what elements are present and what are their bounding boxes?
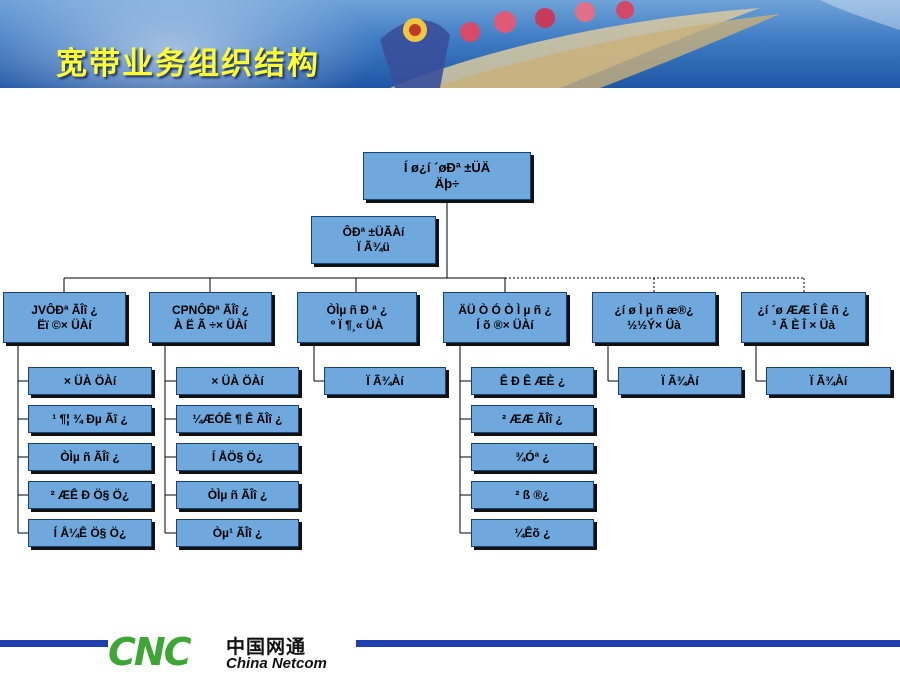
unit-box-2-5: Òµ¹ ÃÎî ¿ (176, 519, 299, 547)
dept-box-2: CPNÔÐª ÃÎî ¿ À Ë Ã ÷× ÜÀí (149, 292, 272, 343)
kite-illustration (380, 0, 900, 88)
unit-box-4-1: Ê Ð Ê ÆÈ ¿ (471, 367, 594, 395)
unit-box-4-3: ¾Óª ¿ (471, 443, 594, 471)
unit-box-3-1: Ï Ã¾Àí (324, 367, 446, 395)
dept-box-1: JVÔÐª ÃÎî ¿ Ëï ©× ÜÀí (3, 292, 126, 343)
logo-english-text: China Netcom (226, 655, 327, 672)
unit-box-1-5: Í Å¼Ê Ö§ Ö¿ (28, 519, 152, 547)
org-root-box: Í ø¿í ´øÐª ±ÜÄ Äþ÷ (363, 152, 531, 200)
unit-box-4-5: ¼Êõ ¿ (471, 519, 594, 547)
unit-box-2-4: ÒÌµ ñ ÃÎî ¿ (176, 481, 299, 509)
china-netcom-logo: CNC 中国网通 China Netcom (108, 631, 358, 673)
footer-rule-left (0, 640, 108, 647)
unit-box-1-2: ¹ ¶¦ ¾ Ðµ Ãî ¿ (28, 405, 152, 433)
dept-box-6: ¿í ´ø ÆÆ Î Ê ñ ¿ ³ Ã È Î × Üà (741, 292, 866, 343)
unit-box-2-2: ¼ÆÓÊ ¶ Ê ÃÎî ¿ (176, 405, 299, 433)
dept-box-5: ¿í ø Ì µ ñ æ®¿ ½½Ý× Üà (592, 292, 716, 343)
dept-box-4: ÄÜ Ò Ó Ò Ì µ ñ ¿ Í õ ®× ÜÀí (443, 292, 567, 343)
unit-box-1-4: ² ÆÊ Ð Ö§ Ö¿ (28, 481, 152, 509)
logo-chinese-text: 中国网通 (226, 636, 307, 658)
footer-rule-right (356, 640, 900, 647)
header-banner: 宽带业务组织结构 (0, 0, 900, 88)
unit-box-1-1: × ÜÀ ÖÀí (28, 367, 152, 395)
page-title: 宽带业务组织结构 (56, 46, 320, 82)
unit-box-2-1: × ÜÀ ÖÀí (176, 367, 299, 395)
unit-box-4-4: ² ß ®¿ (471, 481, 594, 509)
dept-box-3: ÒÌµ ñ Ð ª ¿ º Ï ¶¸« ÜÀ (297, 292, 417, 343)
unit-box-1-3: ÒÌµ ñ ÃÎî ¿ (28, 443, 152, 471)
unit-box-5-1: Ï Ã¾Àí (618, 367, 742, 395)
unit-box-4-2: ² ÆÆ ÃÎî ¿ (471, 405, 594, 433)
unit-box-2-3: Í ÅÖ§ Ö¿ (176, 443, 299, 471)
logo-cnc-text: CNC (108, 630, 192, 674)
unit-box-6-1: Ï Ã¾Àí (766, 367, 891, 395)
banner-glow (0, 0, 380, 88)
org-subroot-box: ÔÐª ±ÜÃÀí Ï Ã¾ü (311, 216, 436, 264)
